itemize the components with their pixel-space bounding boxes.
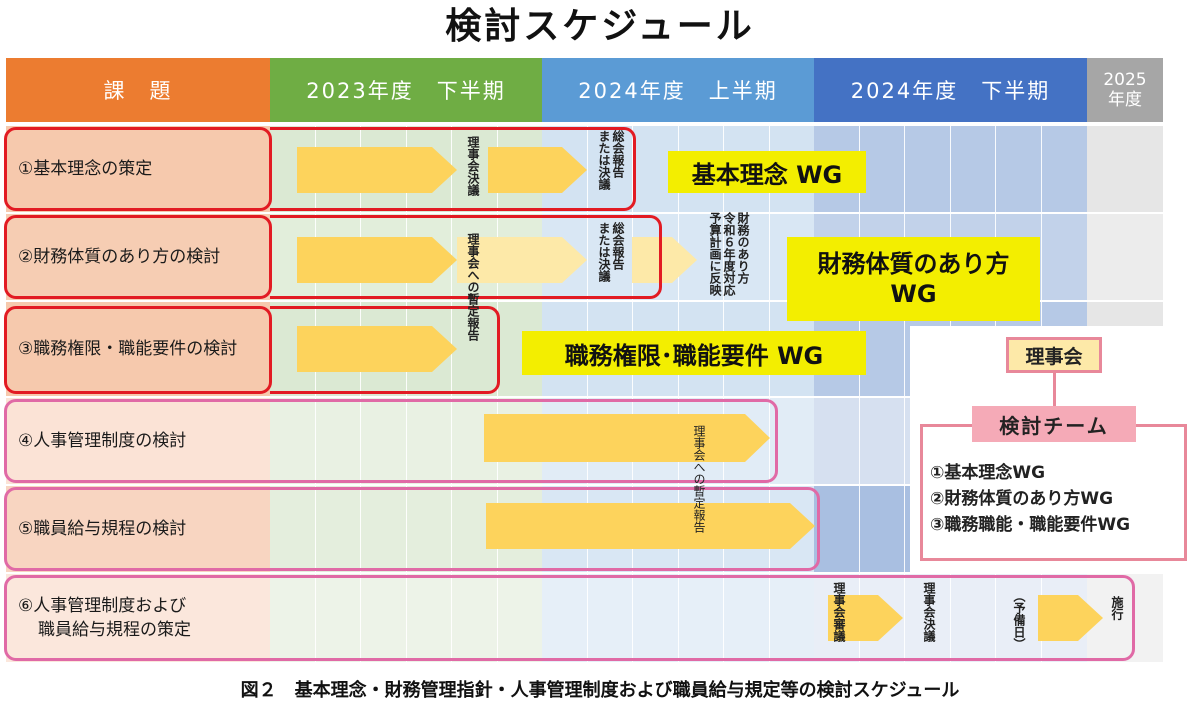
header-issue: 課 題 [6,58,270,122]
arrow-r1-b [488,147,587,193]
row-label-1: ①基本理念の策定 [6,126,270,212]
outline-row-1 [4,127,272,211]
note-shingi: 理事会審議 [832,582,846,642]
legend-board: 理事会 [1006,337,1102,373]
outline-row-4 [4,399,778,483]
wg-label-2: 財務体質のあり方 WG [787,237,1040,321]
row-label-6-line2: 職員給与規程の策定 [38,620,191,640]
legend-connector [1053,373,1056,409]
note-rijikai-zantei-3: 理事会への暫定報告 [466,233,480,341]
header-2023-h2: 2023年度 下半期 [270,58,542,122]
arrow-r5-a [486,503,815,549]
outline-row-2 [4,215,272,299]
note-zaimu-line2: 令和６年度対応 [722,212,736,296]
note-zaimu-line1: 財務のあり方 [736,212,750,284]
wg-label-3: 職務権限･職能要件 WG [522,331,866,375]
legend-list: ①基本理念WG ②財務体質のあり方WG ③職務職能・職能要件WG [930,460,1185,538]
legend-item-2: ②財務体質のあり方WG [930,489,1114,509]
outline-row-1-schedule [270,127,636,211]
outline-row-5 [4,487,820,571]
wg-label-1: 基本理念 WG [668,151,866,193]
arrow-r6-a [828,595,903,641]
outline-row-6 [4,575,1135,661]
arrow-r2-b [457,237,587,283]
figure-caption: 図２ 基本理念・財務管理指針・人事管理制度および職員給与規定等の検討スケジュール [240,680,960,701]
note-rijikai-ketsugi-1: 理事会決議 [466,136,480,196]
note-soukai-1-line2: または決議 [597,130,611,190]
note-soukai-2-line2: または決議 [597,222,611,282]
note-soukai-2: 総会報告 または決議 [597,222,625,282]
page-title: 検討スケジュール [445,6,755,47]
legend-team-box [920,424,1187,561]
note-zaimu-line3: 予算計画に反映 [708,212,722,296]
arrow-r4-a [484,414,770,462]
arrow-r2-c [632,237,697,283]
wg-label-2-line2: WG [890,280,937,308]
legend-item-3: ③職務職能・職能要件WG [930,515,1131,535]
arrow-r1-a [297,147,457,193]
wg-label-2-line1: 財務体質のあり方 [817,250,1010,278]
outline-row-2-schedule [270,215,662,299]
outline-row-3 [4,306,272,394]
header-2025-label: 年度 [1108,90,1142,110]
legend-item-1: ①基本理念WG [930,463,1046,483]
header-2025-year: 2025 [1103,70,1147,90]
header-2024-h1: 2024年度 上半期 [542,58,814,122]
header-2024-h2: 2024年度 下半期 [814,58,1087,122]
legend-team: 検討チーム [972,406,1136,442]
note-rijikai-zantei-4: 理事会への暫定報告 [692,425,706,533]
note-ketsugi-6: 理事会決議 [922,582,936,642]
row-label-3: ③職務権限・職能要件の検討 [6,302,270,396]
row-label-2: ②財務体質のあり方の検討 [6,214,270,300]
row-label-6-line1: ⑥人事管理制度および [18,596,187,616]
arrow-r3-a [297,326,457,372]
header-2025: 2025 年度 [1087,58,1163,122]
note-shikou: 施行 [1110,596,1124,620]
note-soukai-1: 総会報告 または決議 [597,130,625,190]
note-yobi: （予備日） [1012,590,1026,650]
note-soukai-2-line1: 総会報告 [611,222,625,270]
outline-row-3-schedule [270,306,500,394]
row-label-4: ④人事管理制度の検討 [6,398,270,484]
row-label-5: ⑤職員給与規程の検討 [6,486,270,572]
arrow-r6-b [1038,595,1103,641]
note-soukai-1-line1: 総会報告 [611,130,625,178]
note-zaimu: 財務のあり方 令和６年度対応 予算計画に反映 [708,212,750,296]
arrow-r2-a [297,237,457,283]
row-label-6: ⑥人事管理制度および 職員給与規程の策定 [6,574,270,662]
